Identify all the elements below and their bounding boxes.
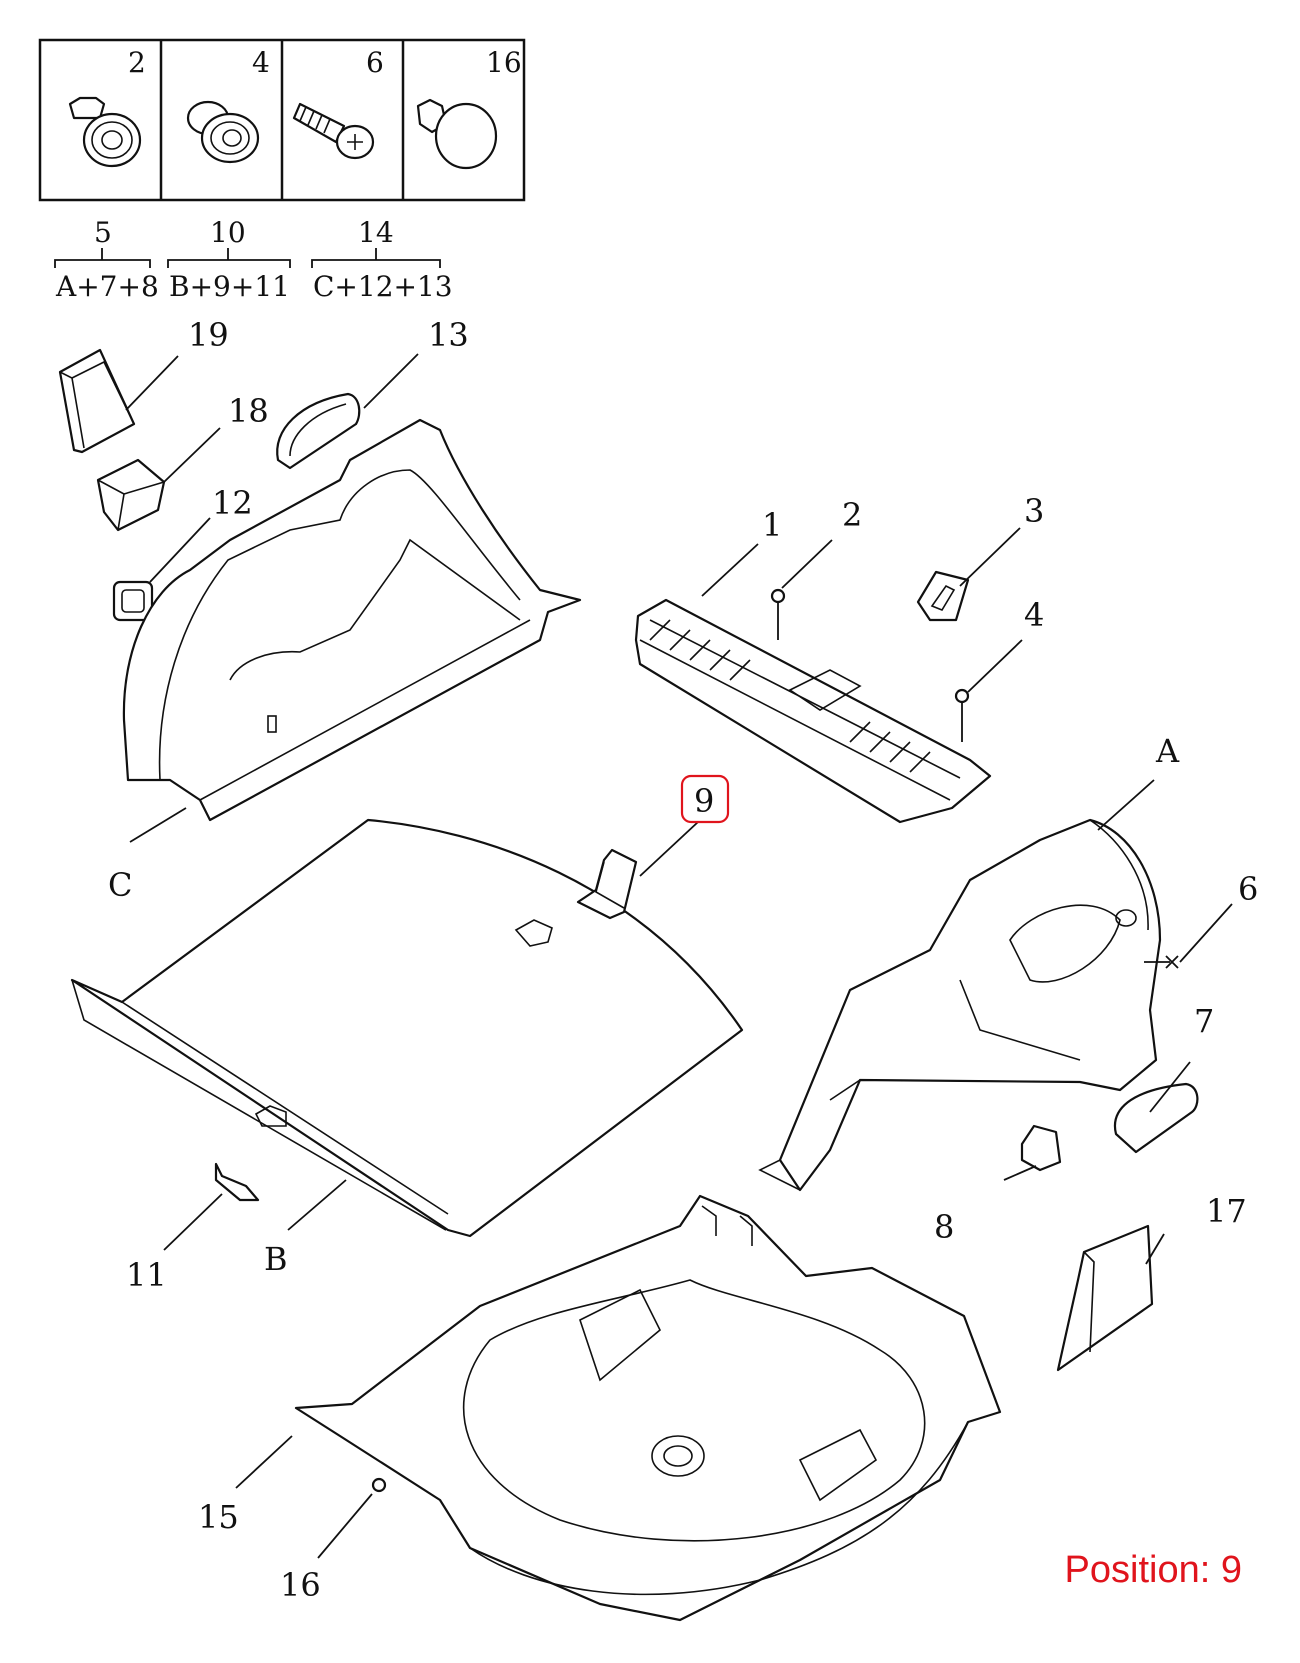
part-7-cover bbox=[1113, 1082, 1199, 1154]
group-number: 5 bbox=[94, 216, 112, 249]
callout-15: 15 bbox=[198, 1498, 239, 1536]
callout-4: 4 bbox=[1024, 596, 1044, 634]
callout-C: C bbox=[108, 866, 132, 904]
fastener-table: 2 4 6 16 bbox=[38, 38, 526, 303]
push-rivet-clip-icon bbox=[68, 96, 142, 168]
callout-17: 17 bbox=[1206, 1192, 1247, 1230]
callout-18: 18 bbox=[228, 392, 269, 430]
part-A-right-trim bbox=[758, 818, 1162, 1192]
callout-12: 12 bbox=[212, 484, 253, 522]
callout-9-highlight bbox=[680, 774, 730, 824]
callout-11: 11 bbox=[126, 1256, 167, 1294]
position-label: Position: 9 bbox=[1064, 1549, 1242, 1591]
callout-2: 2 bbox=[842, 496, 862, 534]
part-19-wedge bbox=[58, 348, 136, 454]
leader-lines bbox=[125, 353, 1233, 1559]
callout-19: 19 bbox=[188, 316, 229, 354]
part-9-bracket bbox=[576, 848, 638, 920]
group-bracket: 5 A+7+8 bbox=[54, 216, 159, 303]
part-1-sill-plate bbox=[634, 598, 992, 824]
part-6-screw-marker bbox=[1165, 955, 1179, 969]
group-bracket: 14 C+12+13 bbox=[311, 216, 453, 303]
callout-9: 9 bbox=[694, 782, 714, 820]
callout-labels: 19 18 12 13 1 2 3 4 A 9 6 7 17 8 C B 11 … bbox=[108, 316, 1258, 1604]
group-formula: B+9+11 bbox=[169, 270, 290, 303]
group-formula: A+7+8 bbox=[55, 270, 159, 303]
callout-13: 13 bbox=[428, 316, 469, 354]
part-4-clip-marker bbox=[954, 688, 970, 704]
callout-6: 6 bbox=[1238, 870, 1258, 908]
fastener-cell-label: 4 bbox=[252, 46, 270, 79]
callout-1: 1 bbox=[762, 506, 782, 544]
callout-8: 8 bbox=[934, 1208, 954, 1246]
part-16-clip-marker bbox=[371, 1477, 387, 1493]
part-2-clip-marker bbox=[770, 588, 786, 604]
group-formula: C+12+13 bbox=[313, 270, 453, 303]
cap-plug-clip-icon bbox=[416, 98, 498, 170]
callout-16: 16 bbox=[280, 1566, 321, 1604]
part-C-left-trim bbox=[122, 418, 582, 822]
part-13-cover bbox=[276, 392, 361, 470]
callout-7: 7 bbox=[1194, 1002, 1214, 1040]
part-12-clip bbox=[112, 580, 154, 622]
part-15-spare-well-tray bbox=[294, 1194, 1002, 1622]
group-number: 10 bbox=[210, 216, 246, 249]
fastener-cell-label: 6 bbox=[366, 46, 384, 79]
phillips-screw-icon bbox=[292, 102, 375, 160]
part-11-bracket bbox=[214, 1162, 260, 1202]
part-3-tab bbox=[916, 570, 970, 622]
group-number: 14 bbox=[358, 216, 394, 249]
callout-B: B bbox=[264, 1240, 288, 1278]
group-bracket: 10 B+9+11 bbox=[167, 216, 291, 303]
part-18-block bbox=[96, 458, 166, 532]
callout-A: A bbox=[1155, 732, 1180, 770]
callout-3: 3 bbox=[1024, 492, 1044, 530]
fastener-cell-label: 2 bbox=[128, 46, 146, 79]
part-17-wedge bbox=[1056, 1224, 1154, 1372]
part-8-clip bbox=[1020, 1124, 1062, 1172]
part-B-load-floor bbox=[70, 818, 744, 1238]
grommet-clip-icon bbox=[186, 100, 260, 164]
fastener-cell-label: 16 bbox=[486, 46, 522, 79]
